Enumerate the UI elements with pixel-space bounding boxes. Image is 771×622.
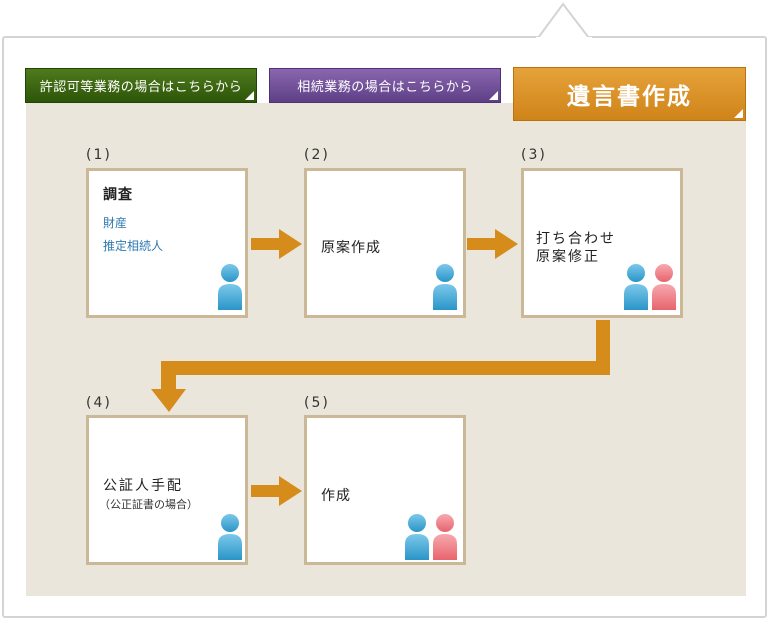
step-4-number: (4): [86, 395, 112, 411]
step-1-item-heirs: 推定相続人: [103, 239, 164, 253]
step-3-title-line1: 打ち合わせ: [536, 231, 616, 247]
person-blue-icon: [218, 264, 242, 310]
step-5-box: 作成: [304, 415, 466, 565]
step-5-number: (5): [304, 395, 330, 411]
arrow-3-4: [151, 320, 610, 412]
corner-mark: [734, 109, 743, 118]
tab-will-label: 遺言書作成: [567, 84, 692, 110]
step-2-title: 原案作成: [321, 240, 381, 256]
step-2-box: 原案作成: [304, 168, 466, 318]
person-blue-icon: [433, 264, 457, 310]
step-1-box: 調査 財産 推定相続人: [86, 168, 248, 318]
tab-inheritance[interactable]: 相続業務の場合はこちらから: [269, 68, 501, 103]
step-4-box: 公証人手配 （公正証書の場合）: [86, 415, 248, 565]
person-blue-icon: [624, 264, 648, 310]
step-1-item-property: 財産: [103, 216, 128, 230]
step-3-title-line2: 原案修正: [536, 249, 600, 265]
step-5-title: 作成: [321, 488, 351, 504]
tab-permits-label: 許認可等業務の場合はこちらから: [39, 80, 243, 95]
step-3-number: (3): [521, 147, 547, 163]
arrow-2-3: [467, 229, 518, 259]
step-4-title: 公証人手配: [103, 478, 183, 494]
step-1-number: (1): [86, 147, 112, 163]
person-pink-icon: [652, 264, 676, 310]
person-blue-icon: [218, 514, 242, 560]
person-blue-icon: [405, 514, 429, 560]
step-4-note: （公正証書の場合）: [99, 498, 198, 511]
tab-will[interactable]: 遺言書作成: [513, 67, 746, 121]
panel-notch: [536, 2, 592, 40]
arrow-4-5: [251, 476, 302, 506]
corner-mark: [245, 91, 254, 100]
step-1-title: 調査: [103, 187, 133, 203]
tab-inheritance-label: 相続業務の場合はこちらから: [297, 80, 473, 95]
person-pink-icon: [433, 514, 457, 560]
corner-mark: [489, 91, 498, 100]
step-2-number: (2): [304, 147, 330, 163]
tab-permits[interactable]: 許認可等業務の場合はこちらから: [25, 68, 257, 103]
arrow-1-2: [251, 229, 302, 259]
step-3-box: 打ち合わせ 原案修正: [521, 168, 683, 318]
